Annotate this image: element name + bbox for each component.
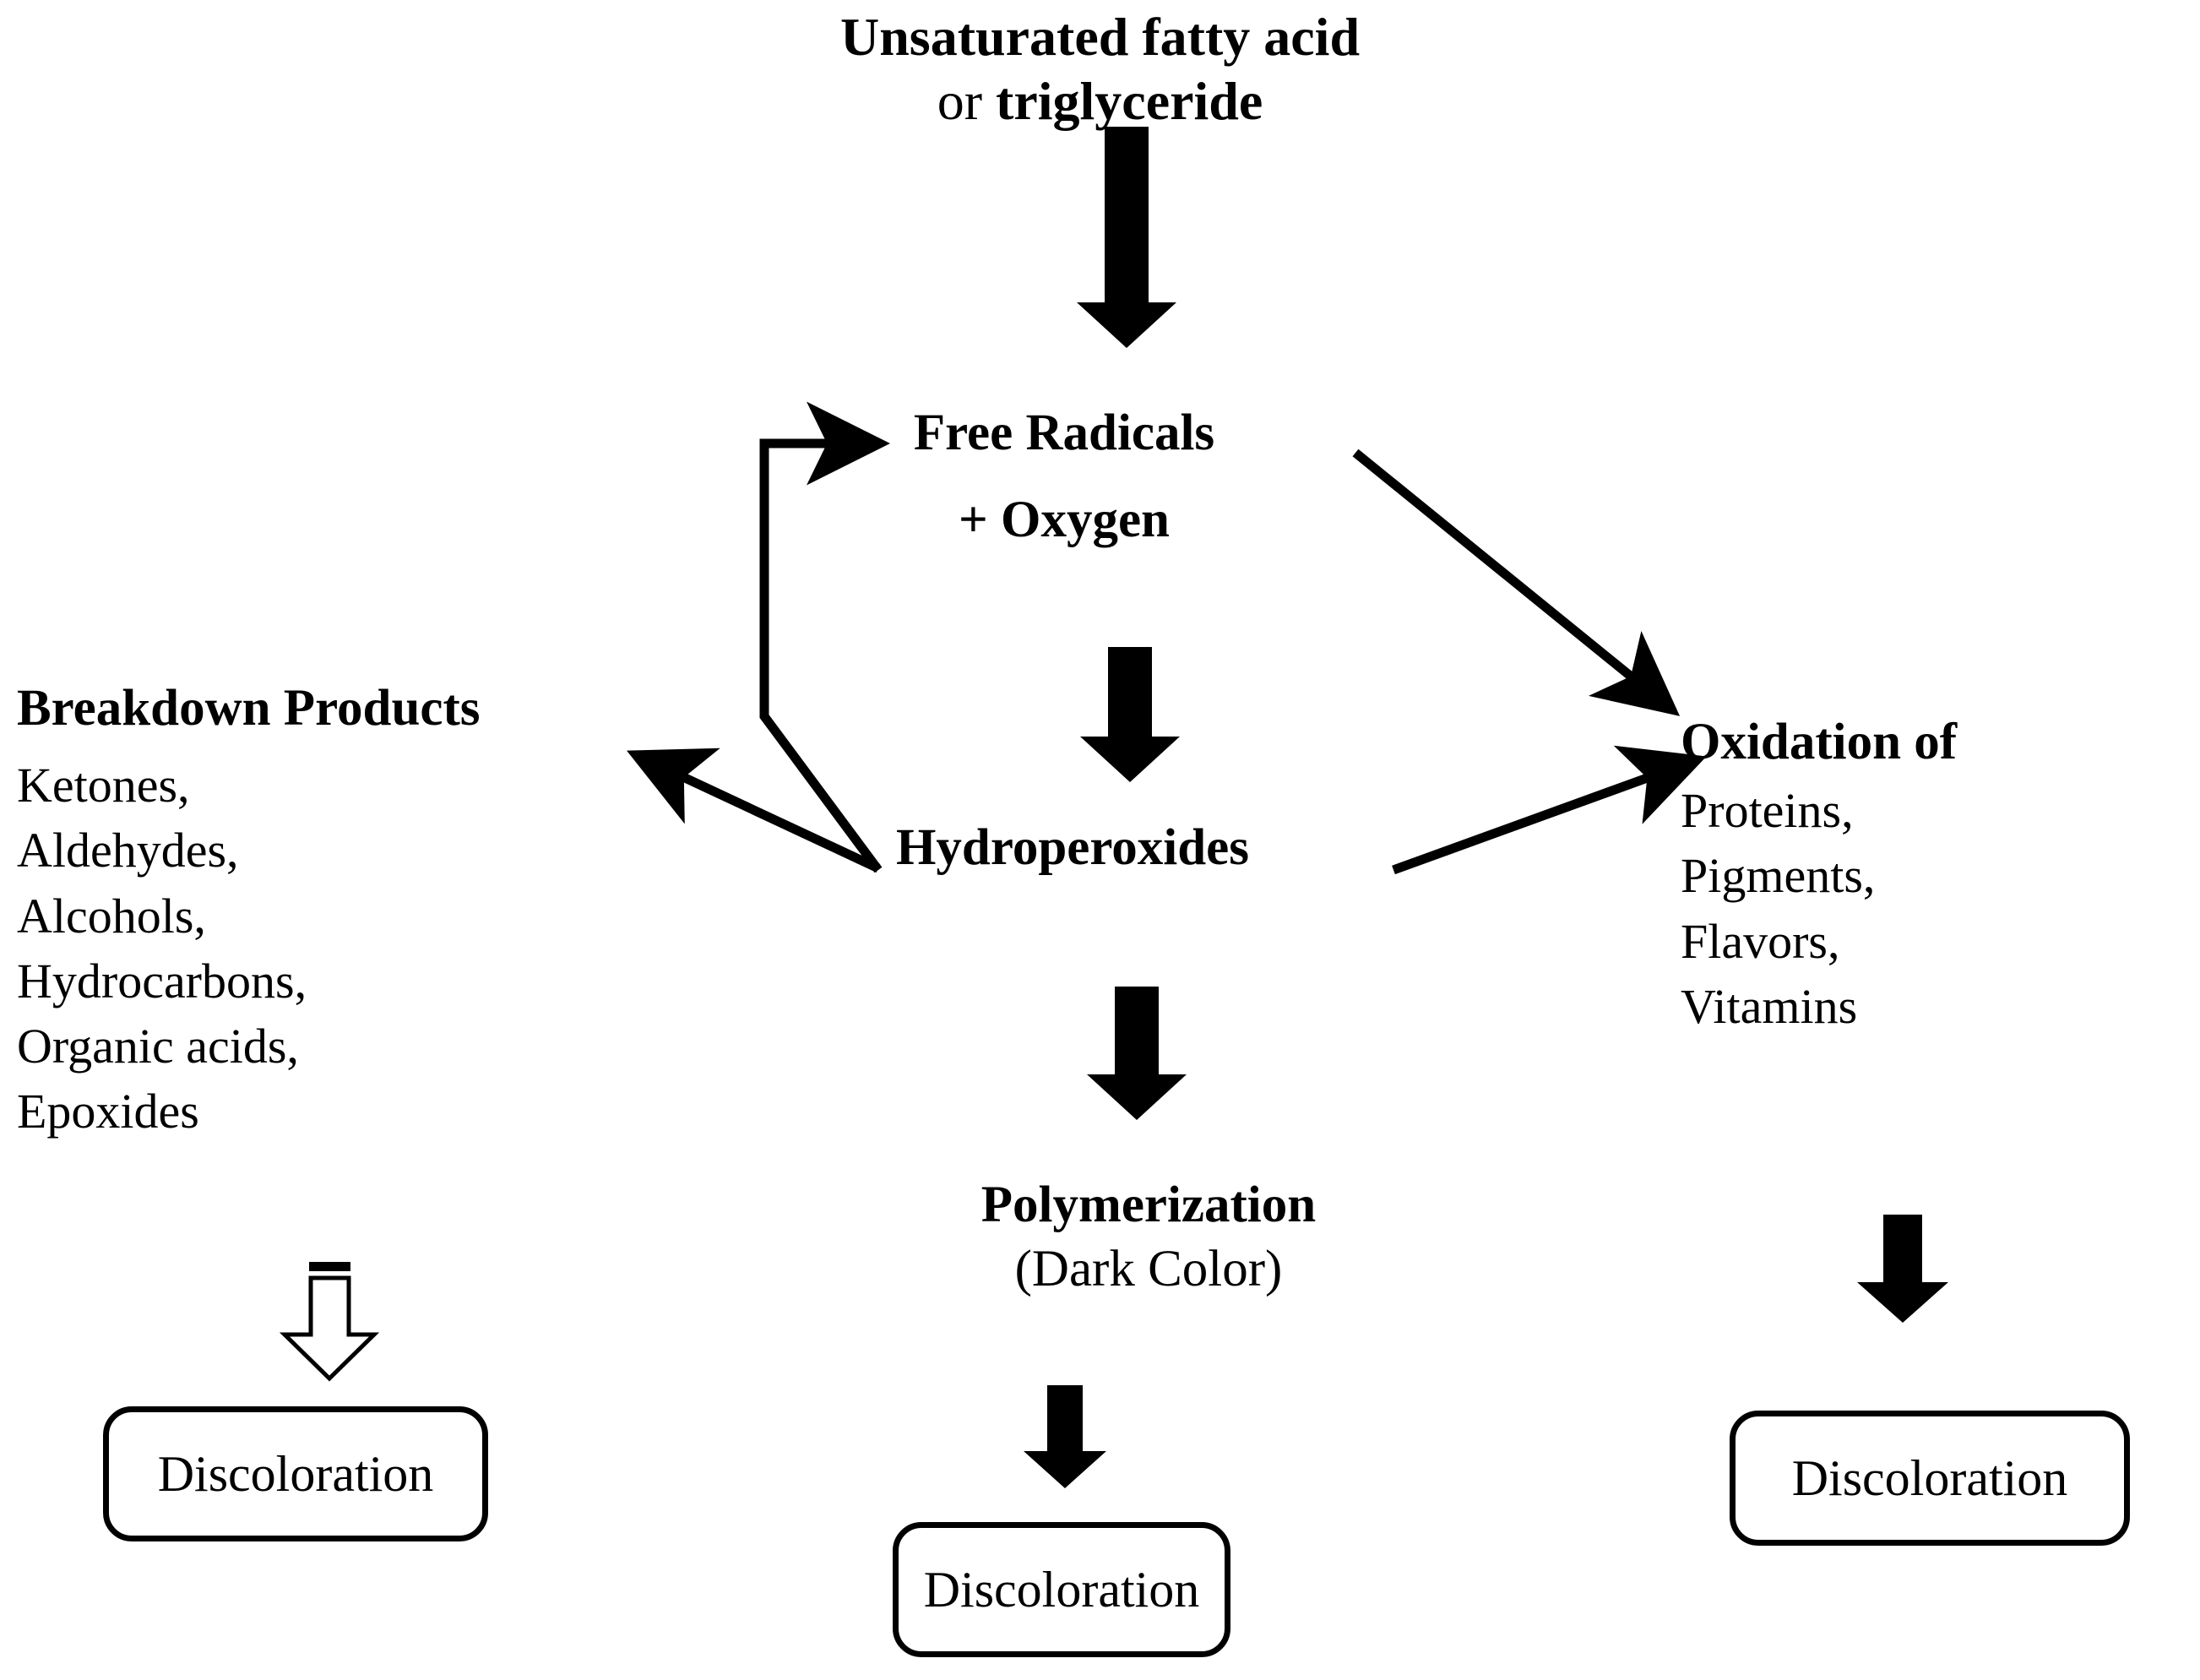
polymerization-label: Polymerization xyxy=(980,1177,1317,1233)
list-item: Aldehydes, xyxy=(17,823,239,878)
list-item: Pigments, xyxy=(1681,848,1876,904)
list-item: Organic acids, xyxy=(17,1018,299,1074)
arrow-fattyacid-to-freeradicals xyxy=(1077,127,1176,348)
arrow-breakdown-to-discoloration-outline xyxy=(279,1262,380,1382)
discoloration-label: Discoloration xyxy=(923,1561,1200,1617)
title-line-2-prefix: or xyxy=(937,70,997,131)
list-item: Flavors, xyxy=(1681,913,1840,969)
breakdown-products-heading: Breakdown Products xyxy=(17,680,481,737)
discoloration-box-right: Discoloration xyxy=(1730,1411,2130,1546)
free-radicals-oxygen-label: + Oxygen xyxy=(959,492,1170,548)
list-item: Alcohols, xyxy=(17,888,206,943)
title-line-2-emphasis: triglyceride xyxy=(996,70,1263,131)
discoloration-box-center: Discoloration xyxy=(893,1522,1230,1657)
title-line-1: Unsaturated fatty acid xyxy=(839,7,1361,67)
node-breakdown-products: Breakdown Products Ketones, Aldehydes, A… xyxy=(17,680,709,1144)
discoloration-box-left: Discoloration xyxy=(103,1406,488,1541)
discoloration-label: Discoloration xyxy=(1791,1449,2068,1506)
title-line-2: or triglyceride xyxy=(0,69,2200,133)
list-item: Ketones, xyxy=(17,758,190,813)
list-item: Hydrocarbons, xyxy=(17,953,307,1009)
arrow-oxidation-to-discoloration xyxy=(1857,1215,1948,1323)
node-hydroperoxides: Hydroperoxides xyxy=(895,819,1249,876)
node-free-radicals: Free Radicals + Oxygen xyxy=(743,407,1385,546)
free-radicals-label: Free Radicals xyxy=(913,405,1215,461)
arrow-freeradicals-to-oxidation xyxy=(1352,449,1681,716)
arrow-hydroperoxides-to-polymerization xyxy=(1087,987,1187,1120)
list-item: Vitamins xyxy=(1681,978,1858,1034)
arrow-polymerization-to-discoloration xyxy=(1024,1385,1106,1488)
arrow-oxygen-to-hydroperoxides xyxy=(1080,647,1180,782)
node-unsaturated-fatty-acid: Unsaturated fatty acid or triglyceride xyxy=(0,5,2200,133)
polymerization-subtitle: (Dark Color) xyxy=(1014,1241,1283,1298)
oxidation-heading: Oxidation of xyxy=(1681,714,1958,770)
discoloration-label: Discoloration xyxy=(157,1445,434,1502)
node-polymerization: Polymerization (Dark Color) xyxy=(845,1177,1453,1298)
arrow-hydroperoxides-to-oxidation xyxy=(1392,745,1707,875)
list-item: Proteins, xyxy=(1681,783,1854,839)
node-oxidation-of: Oxidation of Proteins, Pigments, Flavors… xyxy=(1681,714,2187,1039)
list-item: Epoxides xyxy=(17,1083,199,1139)
